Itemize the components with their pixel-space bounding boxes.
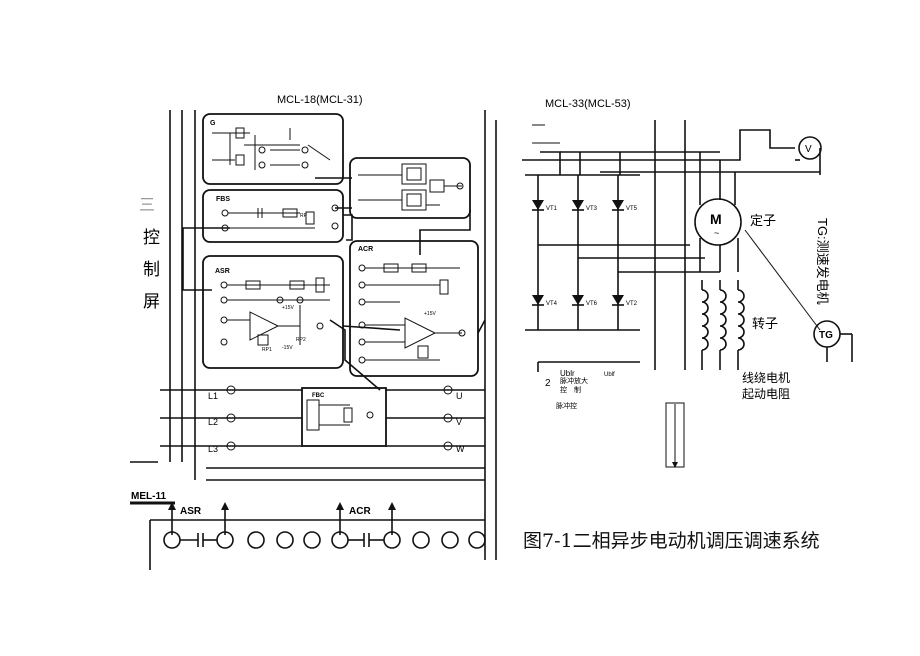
line-l1: L1 <box>208 391 218 401</box>
right-module-title: MCL-33(MCL-53) <box>545 98 631 110</box>
phase-w: W <box>456 444 465 454</box>
side-char-4: 屏 <box>143 292 160 311</box>
resistor-bar-arrow <box>672 462 678 468</box>
bottom-asr-label: ASR <box>180 506 202 517</box>
right-top-smallmarks <box>532 124 560 144</box>
vt4-label: VT4 <box>546 301 558 307</box>
g-block <box>202 113 344 185</box>
acr-block-internals <box>358 263 466 364</box>
rotor-label: 转子 <box>752 316 778 331</box>
phase-v: V <box>456 417 462 427</box>
side-char-1: 三 <box>139 197 155 214</box>
vt2-label: VT2 <box>626 301 638 307</box>
voltmeter-label: V <box>805 144 812 155</box>
acr-block <box>349 240 479 377</box>
pulse-control-frame <box>537 361 640 372</box>
motor-circle <box>694 198 742 246</box>
asr-plus15v: +15V <box>282 305 294 311</box>
bottom-terminals <box>163 531 486 549</box>
pulse-amp-label-2: 控 制 <box>560 385 581 394</box>
line-l2: L2 <box>208 417 218 427</box>
ublf-label: Ublf <box>604 372 615 378</box>
vt6-label: VT6 <box>586 301 598 307</box>
bottom-arrows <box>168 502 396 535</box>
vt5-label: VT5 <box>626 206 638 212</box>
stator-label: 定子 <box>750 213 776 228</box>
vt3-label: VT3 <box>586 206 598 212</box>
side-char-2: 控 <box>143 228 160 247</box>
bottom-module-label: MEL-11 <box>131 491 166 502</box>
num-2-label: 2 <box>545 378 551 389</box>
phase-u: U <box>456 391 463 401</box>
vt1-label: VT1 <box>546 206 558 212</box>
fbs-block <box>202 189 344 243</box>
voltmeter-circle <box>798 136 822 160</box>
asr-rp2: RP2 <box>296 337 306 343</box>
switch-block <box>349 157 471 219</box>
resistor-label-1: 线绕电机 <box>742 371 790 385</box>
fbs-rp-label: RP <box>300 213 308 219</box>
resistor-label-2: 起动电阻 <box>742 387 790 401</box>
rotor-coils <box>701 280 745 370</box>
interconnect-wires <box>130 207 486 481</box>
fbc-block-label: FBC <box>312 393 325 399</box>
left-module-title: MCL-18(MCL-31) <box>277 94 363 106</box>
line-l3: L3 <box>208 444 218 454</box>
asr-block-internals <box>220 277 330 346</box>
fbc-block-internals <box>306 399 374 431</box>
acr-block-label: ACR <box>358 246 373 253</box>
thyristor-bridge <box>525 174 720 331</box>
fbc-block <box>301 387 387 447</box>
side-char-3: 制 <box>143 260 160 279</box>
fbs-block-label: FBS <box>216 196 230 203</box>
tg-label: TG:测速发电机 <box>815 218 830 305</box>
ublr-label: Ublr <box>560 369 575 378</box>
asr-minus15v: -15V <box>282 345 293 351</box>
tg-circle-label: TG <box>819 330 833 341</box>
motor-wiring <box>699 152 821 331</box>
switch-block-internals <box>358 163 464 211</box>
fbs-block-internals <box>221 204 339 232</box>
asr-block-label: ASR <box>215 268 230 275</box>
acr-plus15v: +15V <box>424 311 436 317</box>
asr-rp1: RP1 <box>262 347 272 353</box>
asr-block <box>202 255 344 369</box>
figure-caption: 图7-1二相异步电动机调压调速系统 <box>523 530 820 552</box>
g-block-internals <box>212 127 331 170</box>
motor-tilde: ~ <box>714 228 719 238</box>
pulse-ctrl-label: 脉冲控 <box>556 401 577 410</box>
bottom-acr-label: ACR <box>349 506 371 517</box>
g-block-label: G <box>210 120 216 127</box>
motor-label: M <box>710 211 722 227</box>
power-row-wires <box>160 385 485 451</box>
pulse-amp-label-1: 脉冲放大 <box>560 376 588 385</box>
